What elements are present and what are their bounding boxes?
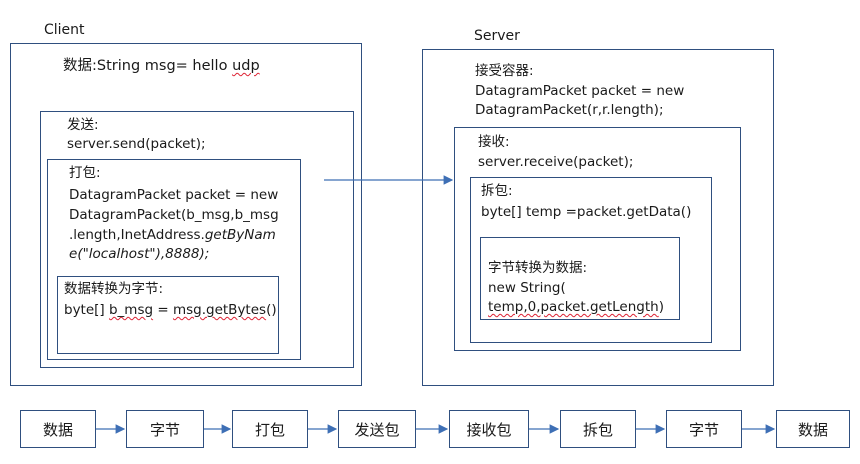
flow-step-7: 字节 (666, 410, 742, 448)
pack-line-3: .length,InetAddress.getByNam (69, 227, 276, 243)
flow-step-2: 字节 (126, 410, 204, 448)
server-container-line-1: DatagramPacket packet = new (475, 83, 685, 99)
client-convert-label: 数据转换为字节: (64, 281, 164, 297)
server-container-label: 接受容器: (475, 63, 534, 79)
server-convert-label: 字节转换为数据: (488, 260, 588, 276)
client-title: Client (44, 22, 85, 38)
client-convert-box (57, 276, 279, 354)
server-convert-box (480, 237, 680, 320)
flow-step-4: 发送包 (338, 410, 416, 448)
pack-line-1: DatagramPacket packet = new (69, 187, 279, 203)
server-convert-line-2: temp,0,packet.getLength) (488, 299, 664, 315)
flow-step-3: 打包 (232, 410, 308, 448)
pack-line-4: e("localhost"),8888); (69, 246, 210, 262)
unpack-code: byte[] temp =packet.getData() (481, 204, 692, 220)
send-label: 发送: (67, 117, 99, 133)
flow-step-5: 接收包 (449, 410, 529, 448)
receive-code: server.receive(packet); (478, 154, 634, 170)
pack-label: 打包: (69, 165, 101, 181)
server-convert-line-1: new String( (488, 280, 566, 296)
client-convert-code: byte[] b_msg = msg.getBytes() (64, 302, 277, 318)
flow-step-8: 数据 (776, 410, 850, 448)
flow-step-1: 数据 (20, 410, 96, 448)
unpack-label: 拆包: (481, 183, 513, 199)
receive-label: 接收: (478, 134, 510, 150)
send-code: server.send(packet); (67, 136, 206, 152)
server-container-line-2: DatagramPacket(r,r.length); (475, 102, 664, 118)
server-title: Server (474, 28, 520, 44)
client-data-text: 数据:String msg= hello udp (63, 58, 260, 74)
flow-step-6: 拆包 (560, 410, 636, 448)
pack-line-2: DatagramPacket(b_msg,b_msg (69, 207, 279, 223)
